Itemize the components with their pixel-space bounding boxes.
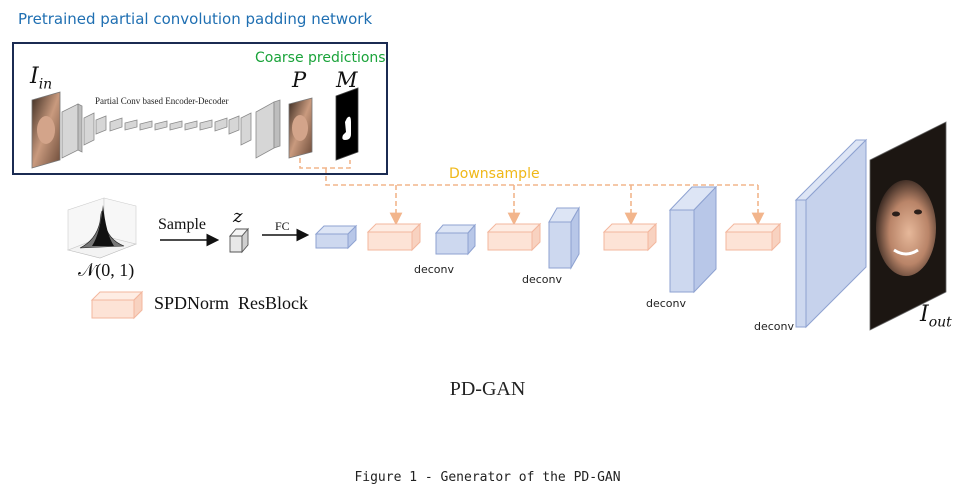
fc-block <box>314 224 358 250</box>
z-label: z <box>233 206 243 227</box>
prediction-label: P <box>292 68 307 92</box>
mask-image <box>335 87 359 161</box>
deconv-block-4 <box>794 138 868 329</box>
deconv-label-3: deconv <box>646 297 687 310</box>
encoder-decoder-layers <box>61 99 281 159</box>
spd-block-2 <box>486 222 542 252</box>
downsample-label: Downsample <box>449 166 540 182</box>
output-face-image <box>869 121 947 331</box>
sample-label: Sample <box>158 216 206 233</box>
legend-spd-block <box>90 290 144 320</box>
figure-caption: Figure 1 - Generator of the PD-GAN <box>354 470 621 485</box>
input-face-image <box>31 91 61 169</box>
deconv-label-2: deconv <box>522 273 563 286</box>
fc-label: FC <box>275 219 290 233</box>
network-title: Pretrained partial convolution padding n… <box>18 10 373 28</box>
deconv-block-2 <box>548 206 580 270</box>
downsample-lines <box>299 158 765 226</box>
deconv-label-1: deconv <box>414 263 455 276</box>
z-cube <box>229 227 249 254</box>
mask-label: M <box>336 68 358 92</box>
encoder-decoder-label: Partial Conv based Encoder-Decoder <box>95 96 229 106</box>
noise-label: 𝒩(0, 1) <box>78 260 135 280</box>
deconv-label-4: deconv <box>754 320 795 333</box>
spd-block-3 <box>602 222 658 252</box>
spd-block-1 <box>366 222 422 252</box>
deconv-block-1 <box>434 223 477 256</box>
spd-block-4 <box>724 222 782 252</box>
deconv-block-3 <box>668 185 718 294</box>
diagram-name: PD-GAN <box>449 378 526 400</box>
input-label: Iin <box>30 64 53 93</box>
noise-distribution-icon <box>67 197 137 259</box>
prediction-face-image <box>288 97 313 159</box>
legend-label: SPDNorm ResBlock <box>154 293 309 313</box>
output-label: Iout <box>920 302 952 331</box>
coarse-predictions-label: Coarse predictions <box>255 50 386 66</box>
encoder-box <box>12 42 388 175</box>
